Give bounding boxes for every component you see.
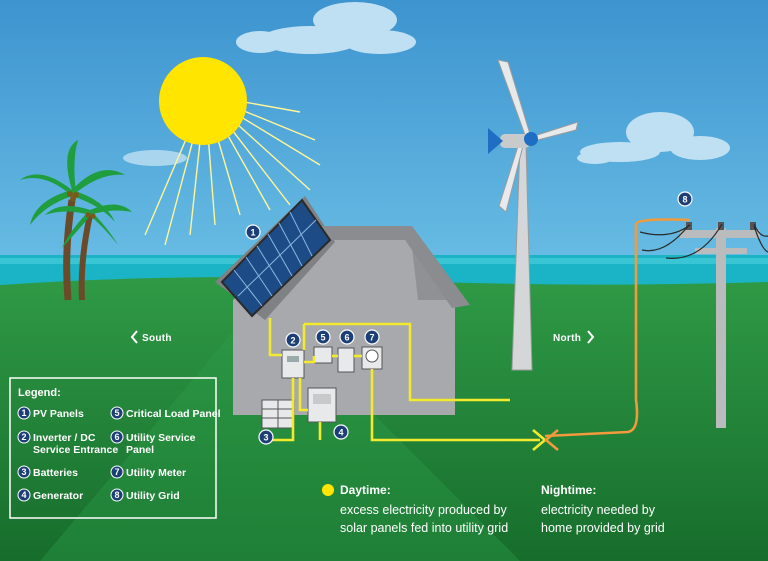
svg-text:Panel: Panel bbox=[126, 444, 154, 456]
nighttime-power-line bbox=[544, 218, 691, 438]
svg-text:2: 2 bbox=[21, 432, 26, 442]
svg-text:Batteries: Batteries bbox=[33, 467, 78, 479]
cloud-icon bbox=[577, 112, 730, 164]
power-arrow-icon bbox=[543, 429, 559, 451]
utility-service-panel bbox=[337, 347, 355, 373]
svg-text:home provided by grid: home provided by grid bbox=[541, 521, 665, 535]
cloud-icon bbox=[123, 150, 187, 166]
svg-text:Service Entrance: Service Entrance bbox=[33, 444, 118, 456]
svg-text:7: 7 bbox=[369, 333, 374, 343]
critical-load-panel bbox=[313, 346, 333, 364]
wind-turbine-icon bbox=[488, 59, 579, 371]
daytime-note: Daytime: excess electricity produced by … bbox=[322, 483, 508, 535]
svg-text:5: 5 bbox=[114, 408, 119, 418]
marker-batteries: 3 bbox=[258, 429, 274, 445]
svg-text:5: 5 bbox=[320, 333, 325, 343]
svg-text:8: 8 bbox=[114, 490, 119, 500]
legend-item: 5 Critical Load Panel bbox=[110, 406, 221, 420]
svg-text:Nightime:: Nightime: bbox=[541, 483, 596, 497]
svg-text:Utility Grid: Utility Grid bbox=[126, 490, 180, 502]
svg-text:3: 3 bbox=[263, 433, 268, 443]
palm-tree-icon bbox=[20, 140, 132, 301]
legend-item: 3 Batteries bbox=[17, 465, 78, 479]
svg-text:excess electricity produced by: excess electricity produced by bbox=[340, 503, 507, 517]
marker-utility-meter: 7 bbox=[364, 329, 380, 345]
marker-generator: 4 bbox=[333, 424, 349, 440]
marker-inverter: 2 bbox=[285, 332, 301, 348]
svg-text:3: 3 bbox=[21, 467, 26, 477]
nighttime-note: Nightime: electricity needed by home pro… bbox=[525, 483, 665, 535]
svg-text:North: North bbox=[553, 333, 581, 344]
inverter-box bbox=[281, 349, 305, 379]
generator-box bbox=[307, 387, 337, 423]
grass-light bbox=[40, 300, 520, 561]
sun-dot-icon bbox=[322, 484, 334, 496]
batteries-box bbox=[261, 399, 295, 429]
cloud-icon bbox=[236, 2, 416, 54]
svg-text:Inverter / DC: Inverter / DC bbox=[33, 432, 96, 444]
svg-text:Utility Meter: Utility Meter bbox=[126, 467, 186, 479]
svg-text:Utility Service: Utility Service bbox=[126, 432, 196, 444]
utility-pole-icon bbox=[639, 222, 768, 428]
legend-item: 6 Utility Service Panel bbox=[110, 430, 196, 456]
svg-text:solar panels fed into utility: solar panels fed into utility grid bbox=[340, 521, 508, 535]
marker-pv-panels: 1 bbox=[245, 224, 261, 240]
svg-text:6: 6 bbox=[344, 333, 349, 343]
legend-item: 2 Inverter / DC Service Entrance bbox=[17, 430, 118, 456]
legend-item: 8 Utility Grid bbox=[110, 488, 180, 502]
marker-utility-service-panel: 6 bbox=[339, 329, 355, 345]
sun-icon bbox=[144, 57, 321, 246]
svg-text:2: 2 bbox=[290, 336, 295, 346]
legend-item: 1 PV Panels bbox=[17, 406, 84, 420]
svg-text:Critical Load Panel: Critical Load Panel bbox=[126, 408, 221, 420]
svg-text:7: 7 bbox=[114, 467, 119, 477]
legend-title: Legend: bbox=[18, 387, 61, 399]
legend: Legend: 1 PV Panels 2 Inverter / DC Serv… bbox=[9, 377, 221, 519]
svg-text:4: 4 bbox=[338, 428, 343, 438]
svg-text:4: 4 bbox=[21, 490, 26, 500]
marker-utility-grid: 8 bbox=[677, 191, 693, 207]
svg-text:Generator: Generator bbox=[33, 490, 83, 502]
svg-text:electricity needed by: electricity needed by bbox=[541, 503, 656, 517]
south-label: South bbox=[130, 330, 172, 344]
svg-text:PV Panels: PV Panels bbox=[33, 408, 84, 420]
svg-text:Daytime:: Daytime: bbox=[340, 483, 391, 497]
svg-text:1: 1 bbox=[21, 408, 26, 418]
legend-item: 4 Generator bbox=[17, 488, 83, 502]
svg-text:South: South bbox=[142, 333, 172, 344]
marker-critical-load-panel: 5 bbox=[315, 329, 331, 345]
svg-text:1: 1 bbox=[250, 228, 255, 238]
svg-text:8: 8 bbox=[682, 195, 687, 205]
pv-panels bbox=[220, 198, 332, 318]
north-label: North bbox=[553, 330, 595, 344]
grass bbox=[0, 276, 768, 561]
svg-text:6: 6 bbox=[114, 432, 119, 442]
legend-item: 7 Utility Meter bbox=[110, 465, 186, 479]
utility-meter bbox=[361, 346, 383, 370]
